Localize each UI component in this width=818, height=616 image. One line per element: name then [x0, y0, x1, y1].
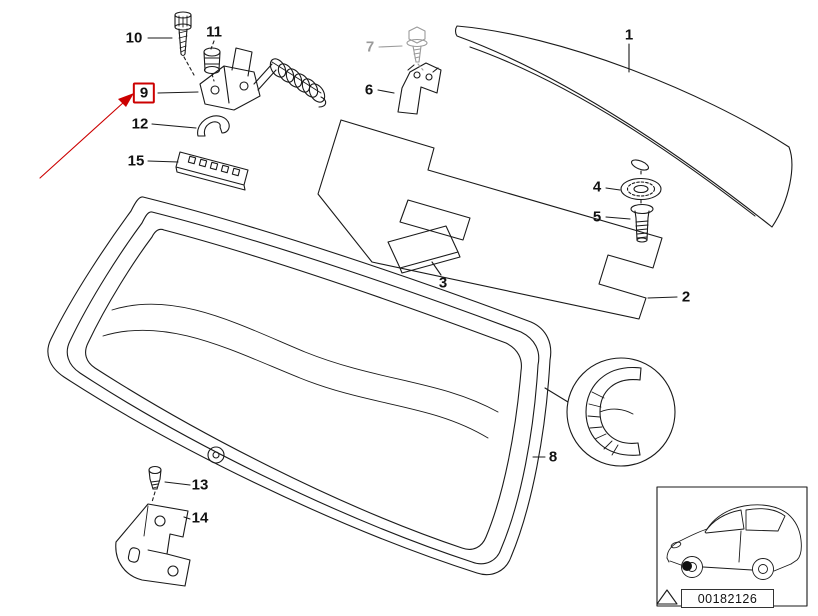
- part-11-buffer-drawing: [203, 47, 221, 75]
- warning-triangle-icon: [656, 589, 678, 605]
- part-label-12[interactable]: 12: [131, 115, 149, 133]
- part-2-insulation-panel-drawing: [317, 119, 663, 320]
- part-1-parcel-shelf-drawing: [454, 25, 793, 228]
- part-label-9-highlighted[interactable]: 9: [132, 82, 156, 104]
- part-label-5[interactable]: 5: [592, 208, 602, 226]
- part-12-clip-drawing: [197, 115, 230, 137]
- part-9-hinge-assembly-drawing: [199, 47, 327, 111]
- part-label-8[interactable]: 8: [548, 448, 558, 466]
- highlight-arrow: [39, 93, 134, 179]
- part-label-15[interactable]: 15: [127, 152, 145, 170]
- alignment-dash-lines: [151, 40, 642, 503]
- car-outline: [666, 504, 802, 580]
- part-10-screw-drawing: [174, 11, 192, 57]
- part-4-grommet-drawing: [620, 177, 662, 201]
- part-label-4[interactable]: 4: [592, 178, 602, 196]
- part-label-13[interactable]: 13: [191, 476, 209, 494]
- part-3-pad-drawing: [387, 225, 461, 274]
- part-label-11[interactable]: 11: [206, 23, 222, 41]
- part-7-screw-drawing: [406, 26, 428, 71]
- vehicle-location-thumbnail[interactable]: [656, 486, 808, 607]
- part-13-screw-drawing: [148, 465, 162, 490]
- seal-cross-section-detail: [544, 357, 676, 467]
- part-14-bracket-drawing: [115, 503, 191, 587]
- leader-lines: [147, 37, 678, 520]
- part-label-6[interactable]: 6: [364, 81, 374, 99]
- part-label-14[interactable]: 14: [191, 509, 209, 527]
- part-8-rear-window-glass-drawing: [47, 196, 552, 576]
- part-6-bracket-drawing: [397, 62, 442, 115]
- part-label-1[interactable]: 1: [624, 26, 634, 44]
- part-label-2[interactable]: 2: [681, 288, 691, 306]
- location-dot: [682, 561, 692, 571]
- diagram-id: 00182126: [681, 589, 774, 608]
- part-label-7[interactable]: 7: [365, 38, 375, 56]
- part-5-screw-drawing: [630, 203, 654, 243]
- part-15-strip-drawing: [175, 151, 249, 191]
- part-label-3[interactable]: 3: [438, 274, 448, 292]
- part-label-10[interactable]: 10: [125, 29, 143, 47]
